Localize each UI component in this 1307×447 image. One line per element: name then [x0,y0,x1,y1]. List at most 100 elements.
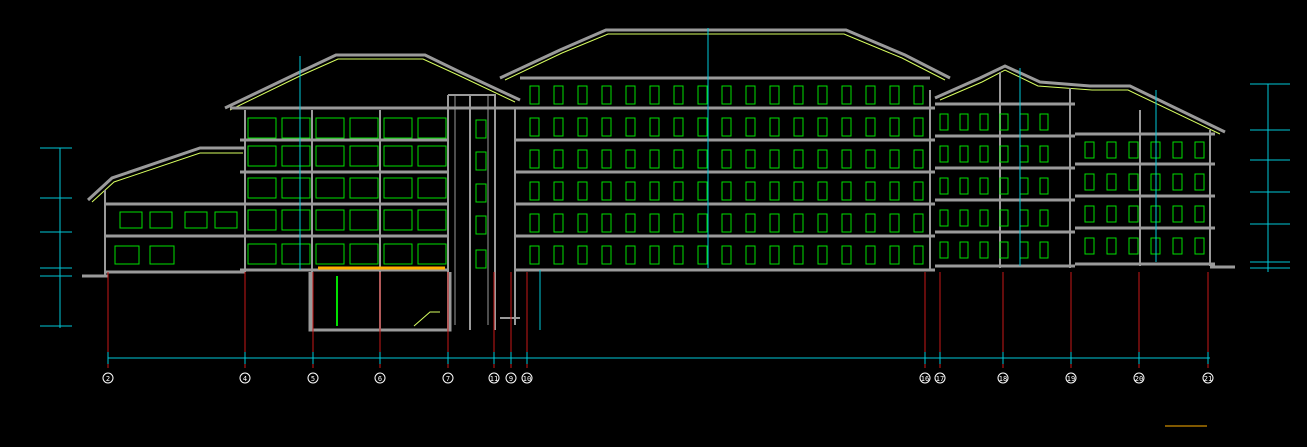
grid-bubble-6 [374,372,386,384]
window-central-1-4 [625,117,636,137]
window-left-block-0-1 [281,117,311,139]
window-left-block-1-0 [247,145,277,167]
window-central-4-5 [649,213,660,233]
window-central-1-7 [697,117,708,137]
window-far-right-0-2 [1128,141,1139,159]
window-stair-0 [475,119,487,139]
window-central-4-10 [769,213,780,233]
window-far-right-1-2 [1128,173,1139,191]
grid-label-16: 16 [921,375,929,383]
window-central-0-9 [745,85,756,105]
window-right-2-0 [939,177,949,195]
window-central-2-1 [553,149,564,169]
grid-bubble-16 [919,372,931,384]
windows-layer [114,85,1205,269]
window-left-block-3-5 [417,209,447,231]
window-right-2-2 [979,177,989,195]
window-central-1-9 [745,117,756,137]
window-right-2-3 [999,177,1009,195]
window-central-2-16 [913,149,924,169]
window-central-2-7 [697,149,708,169]
window-central-4-9 [745,213,756,233]
window-stair-1 [475,151,487,171]
window-central-0-7 [697,85,708,105]
window-central-3-15 [889,181,900,201]
roof-left-block [224,53,521,110]
window-central-0-12 [817,85,828,105]
window-central-2-3 [601,149,612,169]
window-left-block-0-5 [417,117,447,139]
window-left-block-0-4 [383,117,413,139]
window-central-1-11 [793,117,804,137]
window-far-right-0-1 [1106,141,1117,159]
window-right-0-0 [939,113,949,131]
window-central-2-8 [721,149,732,169]
window-central-1-13 [841,117,852,137]
grid-label-17: 17 [936,375,944,383]
window-left-block-2-1 [281,177,311,199]
window-left-block-1-5 [417,145,447,167]
grid-label-4: 4 [243,375,247,383]
window-central-3-1 [553,181,564,201]
window-left-block-3-0 [247,209,277,231]
window-central-0-0 [529,85,540,105]
roof-left-low [86,146,246,202]
window-central-3-14 [865,181,876,201]
window-central-3-11 [793,181,804,201]
window-left-block-0-3 [349,117,379,139]
window-central-1-14 [865,117,876,137]
window-central-2-9 [745,149,756,169]
window-central-5-14 [865,245,876,265]
window-central-1-12 [817,117,828,137]
roof-right [934,64,1226,134]
grid-bubble-10 [521,372,533,384]
window-far-right-3-4 [1172,237,1183,255]
window-central-3-0 [529,181,540,201]
window-left-block-2-5 [417,177,447,199]
window-central-3-12 [817,181,828,201]
window-central-2-2 [577,149,588,169]
window-central-2-10 [769,149,780,169]
grid-label-11: 11 [490,375,498,383]
window-central-5-9 [745,245,756,265]
window-central-2-11 [793,149,804,169]
window-central-2-0 [529,149,540,169]
window-right-4-1 [959,241,969,259]
window-right-3-2 [979,209,989,227]
window-right-2-1 [959,177,969,195]
window-central-1-10 [769,117,780,137]
window-central-1-2 [577,117,588,137]
window-far-right-3-1 [1106,237,1117,255]
window-left-block-3-4 [383,209,413,231]
window-central-4-3 [601,213,612,233]
window-central-1-0 [529,117,540,137]
window-stair-2 [475,183,487,203]
roof-central [499,28,951,80]
window-central-5-2 [577,245,588,265]
window-far-right-2-0 [1084,205,1095,223]
window-left-block-2-4 [383,177,413,199]
window-right-1-3 [999,145,1009,163]
window-right-1-2 [979,145,989,163]
window-far-right-2-5 [1194,205,1205,223]
window-central-4-16 [913,213,924,233]
window-right-1-0 [939,145,949,163]
grid-label-2: 2 [106,375,110,383]
roof-central-accent [504,33,946,81]
window-central-3-2 [577,181,588,201]
window-central-0-13 [841,85,852,105]
window-central-5-10 [769,245,780,265]
window-right-4-5 [1039,241,1049,259]
window-left-block-4-1 [281,243,311,265]
grid-bubble-11 [488,372,500,384]
window-far-right-2-2 [1128,205,1139,223]
window-central-3-8 [721,181,732,201]
window-far-right-0-4 [1172,141,1183,159]
dimension-layer [40,28,1290,359]
window-central-2-6 [673,149,684,169]
window-left-block-4-3 [349,243,379,265]
window-central-4-0 [529,213,540,233]
grid-label-19: 19 [1067,375,1075,383]
